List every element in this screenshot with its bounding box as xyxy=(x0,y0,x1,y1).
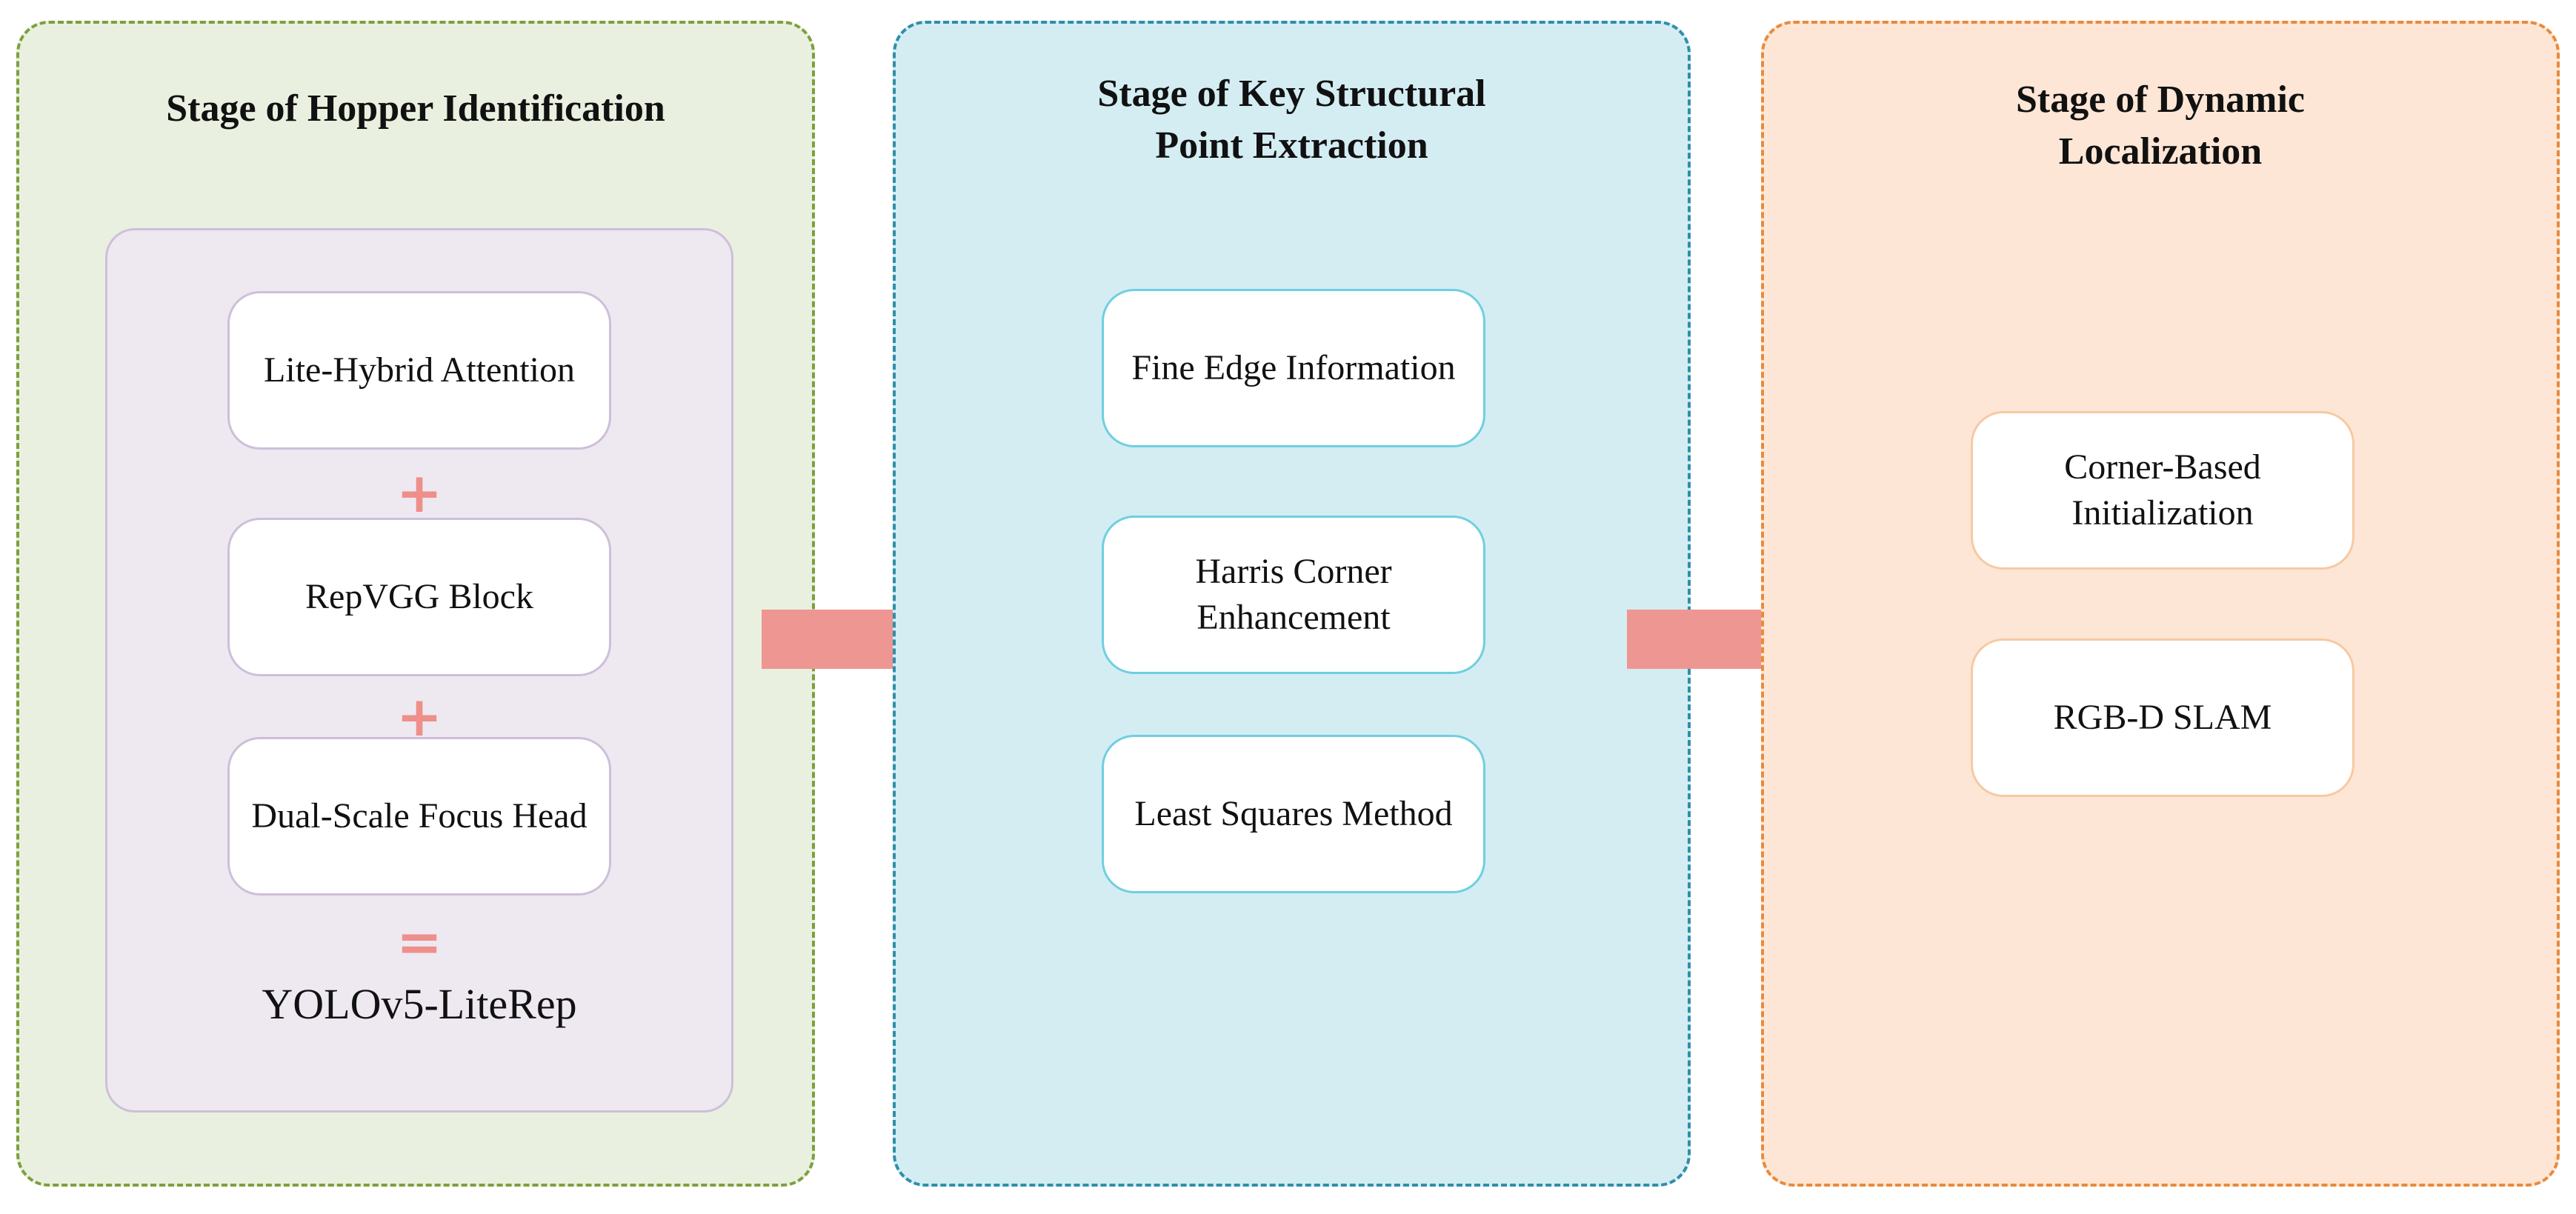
flow-arrow-icon xyxy=(1627,570,1831,708)
yolov5-literep-panel: Lite-Hybrid Attention + RepVGG Block + D… xyxy=(105,228,733,1113)
stage-hopper-identification: Stage of Hopper Identification Lite-Hybr… xyxy=(16,21,815,1187)
corner-based-initialization-box: Corner-Based Initialization xyxy=(1971,411,2354,570)
lite-hybrid-attention-box: Lite-Hybrid Attention xyxy=(227,291,611,450)
stage-title: Stage of Key Structural Point Extraction xyxy=(1097,73,1486,167)
dual-scale-focus-head-box: Dual-Scale Focus Head xyxy=(227,737,611,896)
equals-operator: = xyxy=(396,910,442,974)
plus-operator: + xyxy=(396,685,442,749)
rgb-d-slam-box: RGB-D SLAM xyxy=(1971,638,2354,797)
stage-title: Stage of Dynamic Localization xyxy=(2016,79,2305,173)
model-name: YOLOv5-LiteRep xyxy=(262,980,577,1028)
harris-corner-enhancement-box: Harris Corner Enhancement xyxy=(1102,516,1485,674)
flow-arrow-icon xyxy=(762,570,966,708)
fine-edge-information-box: Fine Edge Information xyxy=(1102,289,1485,447)
repvgg-block-box: RepVGG Block xyxy=(227,518,611,676)
stage-dynamic-localization: Stage of Dynamic Localization Corner-Bas… xyxy=(1761,21,2560,1187)
plus-operator: + xyxy=(396,461,442,525)
stage-title: Stage of Hopper Identification xyxy=(166,87,665,130)
least-squares-method-box: Least Squares Method xyxy=(1102,735,1485,893)
stage-key-structural-point-extraction: Stage of Key Structural Point Extraction… xyxy=(893,21,1691,1187)
